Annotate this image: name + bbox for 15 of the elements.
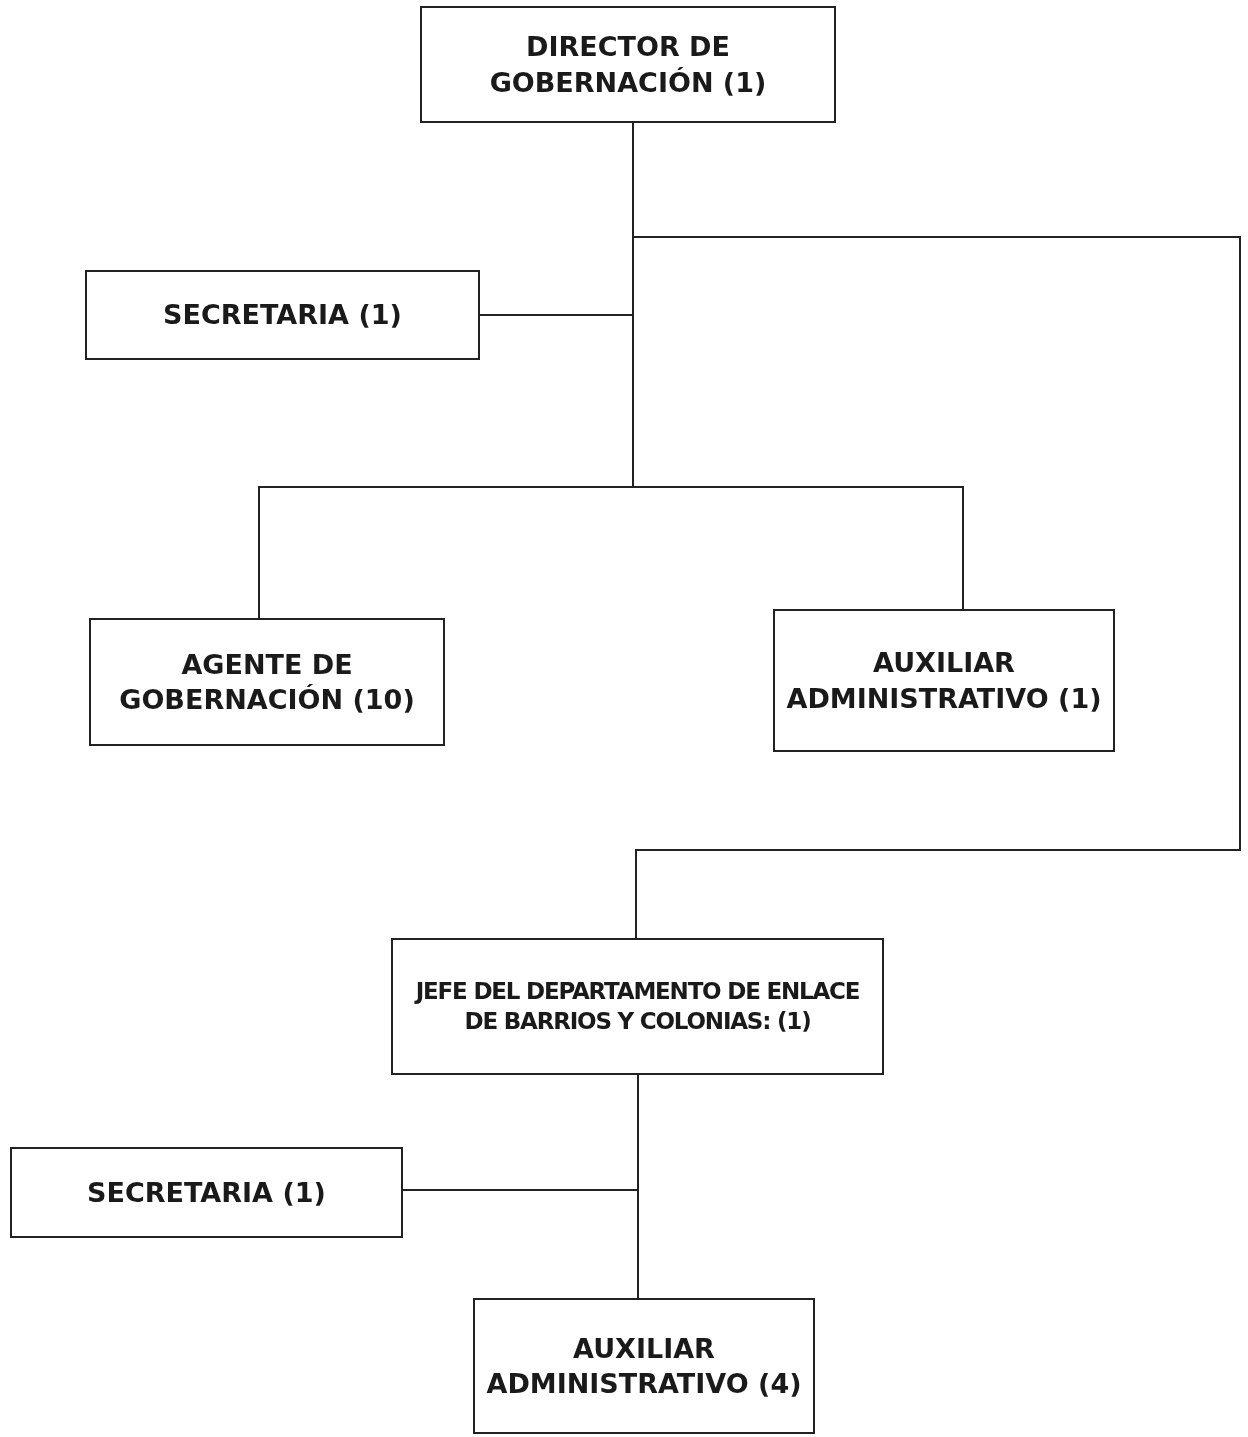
position-box — [89, 618, 445, 746]
position-box — [10, 1147, 403, 1238]
position-title: AUXILIAR ADMINISTRATIVO (1) — [785, 646, 1103, 716]
position-box — [773, 609, 1115, 752]
position-box — [85, 270, 480, 360]
position-title: SECRETARIA (1) — [163, 298, 402, 333]
position-title: DIRECTOR DE GOBERNACIÓN (1) — [488, 30, 768, 100]
position-box — [420, 6, 836, 123]
position-box — [473, 1298, 815, 1434]
position-box — [391, 938, 884, 1075]
connector-line — [637, 1074, 639, 1299]
position-title: AGENTE DE GOBERNACIÓN (10) — [118, 647, 416, 717]
position-title: JEFE DEL DEPARTAMENTO DE ENLACE DE BARRIOS Y COLONIAS: (1) — [413, 976, 861, 1036]
position-title: SECRETARIA (1) — [87, 1175, 326, 1210]
position-title: AUXILIAR ADMINISTRATIVO (4) — [485, 1331, 803, 1401]
